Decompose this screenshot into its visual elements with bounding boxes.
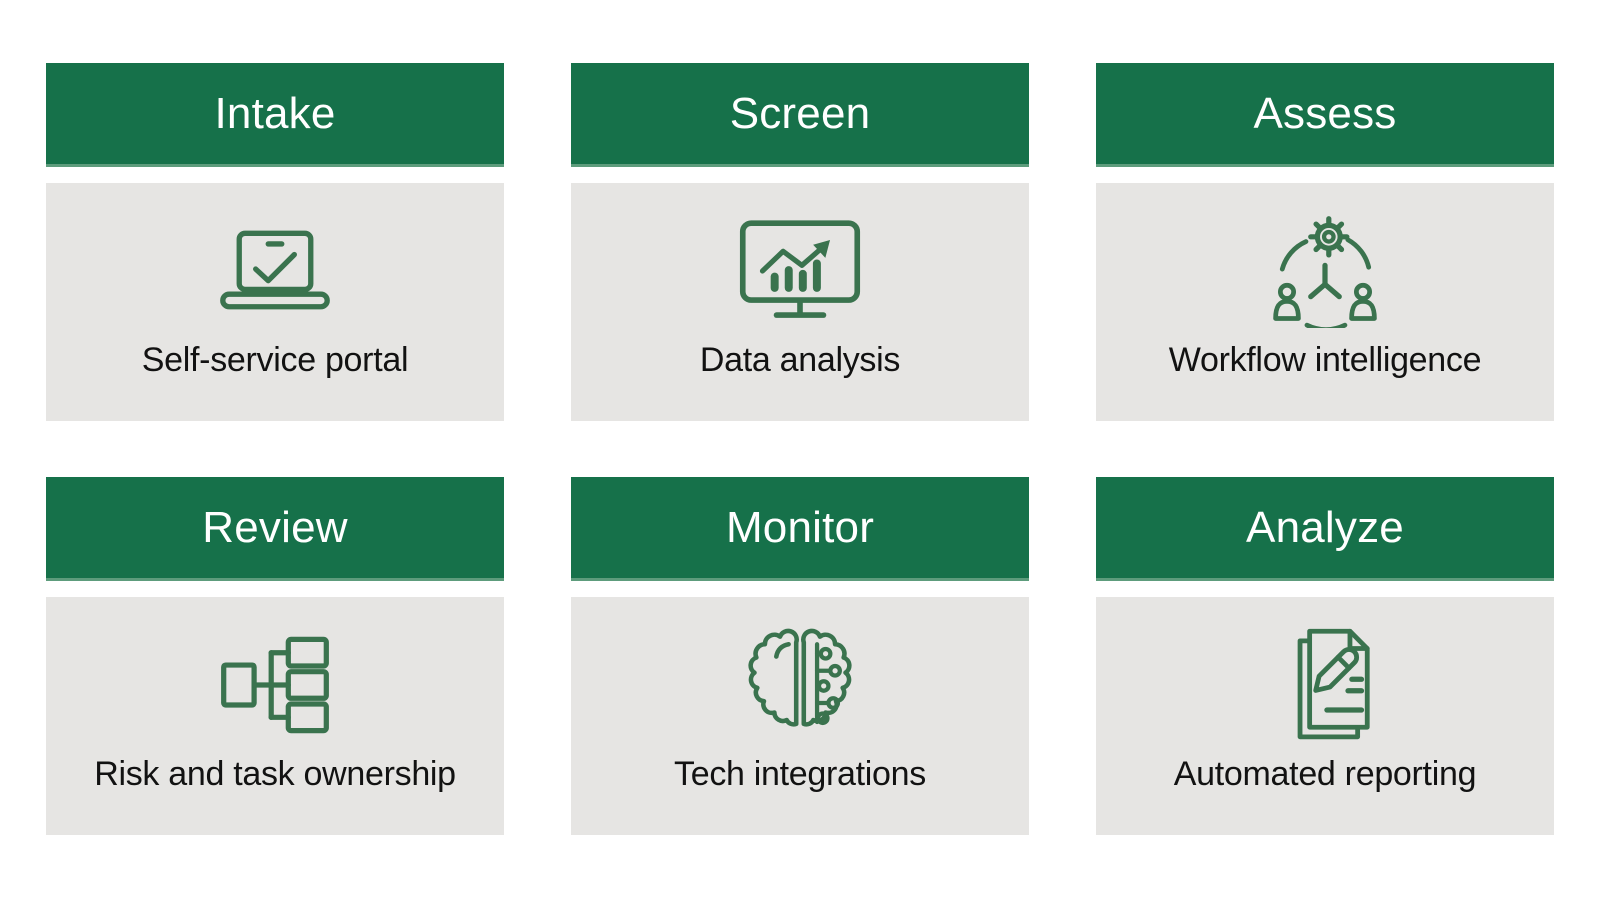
laptop-check-icon xyxy=(220,230,330,310)
card-monitor: Monitor xyxy=(571,477,1029,835)
card-assess-header: Assess xyxy=(1096,63,1554,167)
gear-people-network-icon xyxy=(1273,216,1377,328)
card-analyze-label: Automated reporting xyxy=(1173,755,1477,793)
card-assess-body: Workflow intelligence xyxy=(1096,183,1554,421)
card-monitor-body: Tech integrations xyxy=(571,597,1029,835)
card-analyze: Analyze xyxy=(1096,477,1554,835)
card-review-title: Review xyxy=(202,502,348,552)
icon-wrap xyxy=(745,623,855,747)
card-screen-title: Screen xyxy=(729,88,871,138)
card-assess: Assess xyxy=(1096,63,1554,421)
icon-wrap xyxy=(739,209,861,333)
card-intake-body: Self-service portal xyxy=(46,183,504,421)
icon-wrap xyxy=(1266,209,1384,333)
ai-brain-icon xyxy=(748,628,852,727)
card-intake-title: Intake xyxy=(214,88,336,138)
card-review-header: Review xyxy=(46,477,504,581)
card-monitor-header: Monitor xyxy=(571,477,1029,581)
monitor-chart-icon xyxy=(739,220,861,318)
card-analyze-title: Analyze xyxy=(1246,502,1404,552)
flowchart-icon xyxy=(221,636,329,734)
card-intake-header: Intake xyxy=(46,63,504,167)
card-screen-label: Data analysis xyxy=(699,341,901,379)
card-screen-body: Data analysis xyxy=(571,183,1029,421)
card-analyze-header: Analyze xyxy=(1096,477,1554,581)
card-screen-header: Screen xyxy=(571,63,1029,167)
card-assess-title: Assess xyxy=(1253,88,1397,138)
card-intake-label: Self-service portal xyxy=(141,341,409,379)
icon-wrap xyxy=(1277,623,1373,747)
icon-wrap xyxy=(217,209,333,333)
card-intake: Intake Self-service portal xyxy=(46,63,504,421)
card-screen: Screen Data analysis xyxy=(571,63,1029,421)
card-review-body: Risk and task ownership xyxy=(46,597,504,835)
icon-wrap xyxy=(218,623,332,747)
card-review: Review Risk and task ownership xyxy=(46,477,504,835)
card-analyze-body: Automated reporting xyxy=(1096,597,1554,835)
card-monitor-title: Monitor xyxy=(725,502,875,552)
card-assess-label: Workflow intelligence xyxy=(1168,341,1482,379)
card-monitor-label: Tech integrations xyxy=(674,755,926,793)
card-review-label: Risk and task ownership xyxy=(94,755,456,793)
document-pencil-icon xyxy=(1297,628,1370,740)
